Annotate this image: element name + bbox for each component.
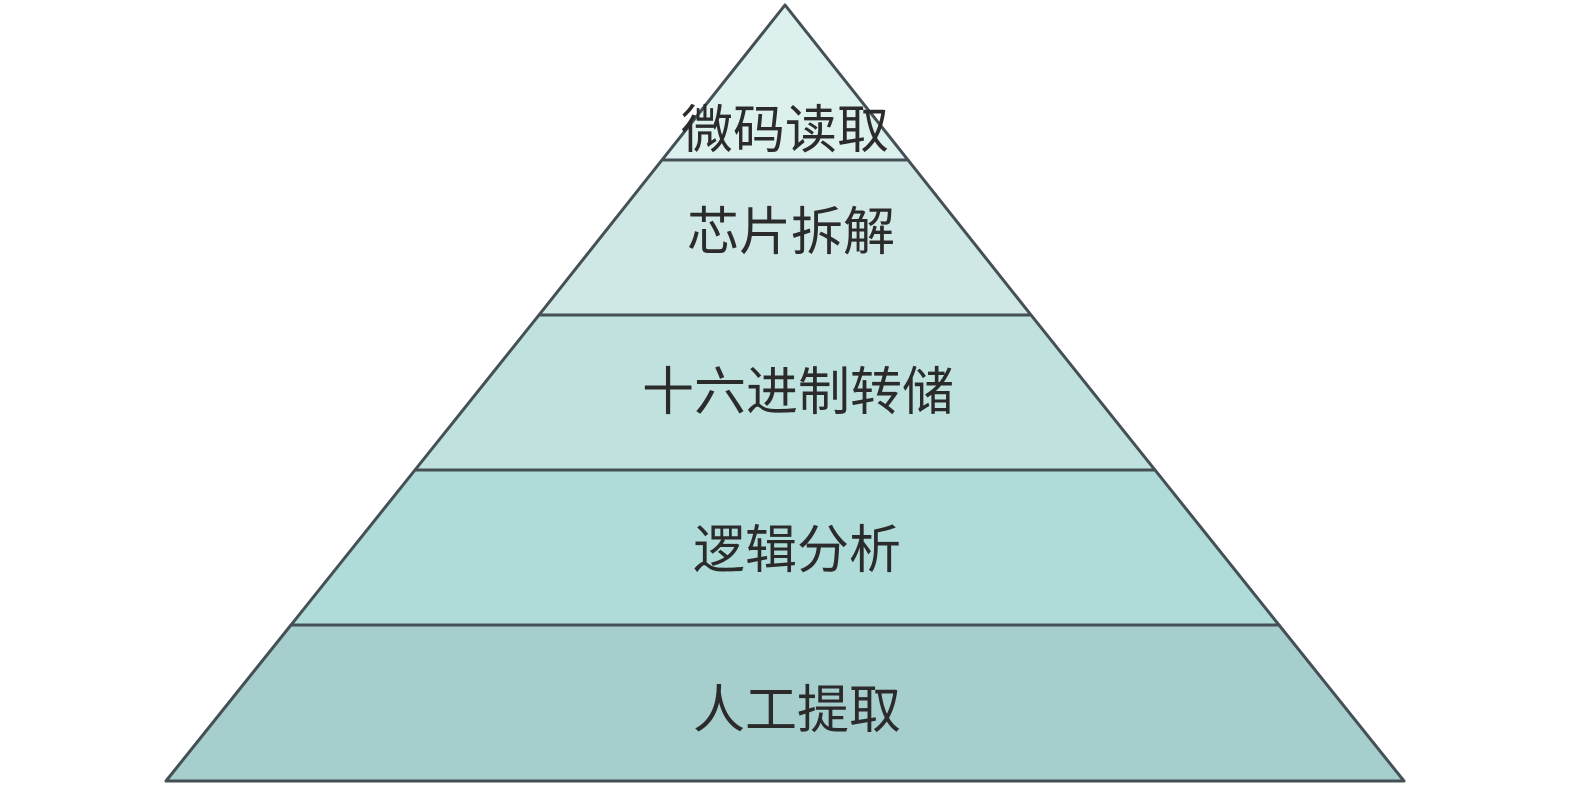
- pyramid-tiers: [164, 3, 1406, 783]
- tier-label-2: 芯片拆解: [687, 203, 895, 263]
- tier-label-4: 逻辑分析: [693, 521, 901, 581]
- tier-label-1: 微码读取: [681, 101, 889, 161]
- pyramid-tier-5: [164, 623, 1406, 783]
- tier-label-3: 十六进制转储: [642, 363, 954, 423]
- tier-label-5: 人工提取: [693, 681, 901, 741]
- pyramid-labels: 微码读取 芯片拆解 十六进制转储 逻辑分析 人工提取: [642, 101, 954, 741]
